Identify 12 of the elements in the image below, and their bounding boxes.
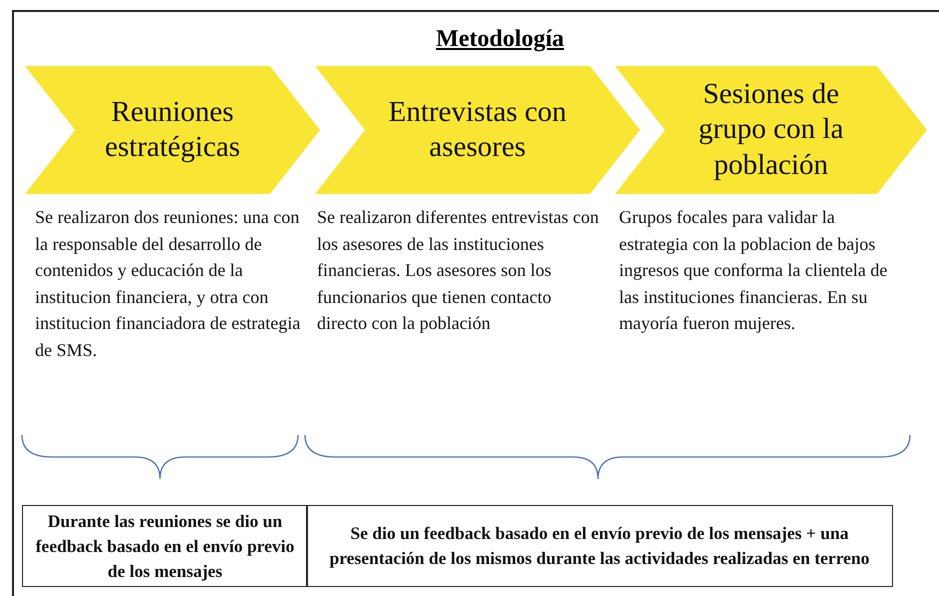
step-heading: Entrevistas con asesores — [388, 94, 568, 165]
description-text: Se realizaron dos reuniones: una con la responsable del desarrollo de contenidos y educación de la institucion financiera, y otra con institucion financiadora de estrategia de SMS. — [35, 206, 302, 362]
summary-cell: Durante las reuniones se dio un feedback basado en el envío previo de los mensajes — [22, 505, 308, 587]
chevron-step — [315, 66, 640, 194]
chevron-step — [615, 66, 927, 194]
description-text: Grupos focales para validar la estrategia con la poblacion de bajos ingresos que conforma la clientela de las instituciones financieras. En su mayoría fueron mujeres. — [619, 206, 888, 335]
step-heading: Sesiones de grupo con la población — [698, 76, 844, 183]
title: Metodología — [435, 26, 565, 53]
description-text: Se realizaron diferentes entrevistas con los asesores de las instituciones financieras. Los asesores son los funcionarios que tienen contacto directo con la población — [317, 206, 600, 335]
chevron-step — [25, 66, 320, 194]
step-heading: Reuniones estratégicas — [104, 94, 242, 165]
summary-cell: Se dio un feedback basado en el envío previo de los mensajes + una presentación de los mismos durante las actividades realizadas en terreno — [306, 505, 893, 587]
